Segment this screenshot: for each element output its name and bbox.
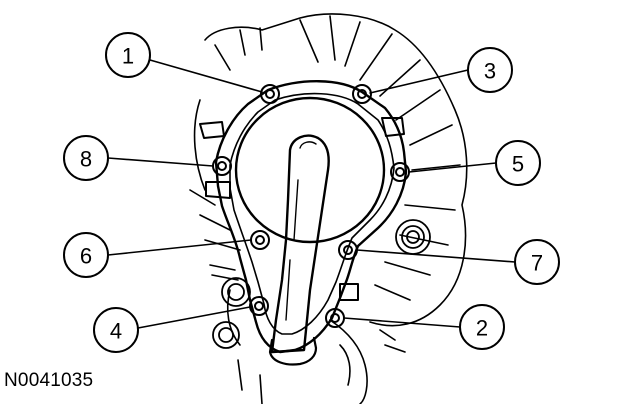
figure-id: N0041035 <box>4 370 94 391</box>
cover-bolts <box>212 84 410 328</box>
callout-label-8: 8 <box>80 147 92 172</box>
callout-label-2: 2 <box>476 316 488 341</box>
engine-background <box>189 13 468 404</box>
engine-bolts <box>212 219 431 349</box>
callout-label-1: 1 <box>122 44 134 69</box>
callout-label-4: 4 <box>110 319 122 344</box>
cover-outline <box>214 80 408 354</box>
tab-left-upper <box>199 121 225 139</box>
outlet-pipe <box>270 134 330 354</box>
leader-lines <box>107 59 516 329</box>
callout-label-6: 6 <box>80 244 92 269</box>
callout-label-5: 5 <box>512 152 524 177</box>
outlet-pipe-ridge <box>285 141 317 321</box>
tab-lower-right <box>339 283 359 301</box>
cover-dome <box>234 96 386 244</box>
tab-left-lower <box>205 181 231 199</box>
outlet-nozzle <box>268 336 318 366</box>
tab-right <box>381 117 405 137</box>
callout-circles <box>63 32 560 353</box>
callout-label-3: 3 <box>484 59 496 84</box>
callout-label-7: 7 <box>531 251 543 276</box>
cover-flange <box>229 92 395 335</box>
